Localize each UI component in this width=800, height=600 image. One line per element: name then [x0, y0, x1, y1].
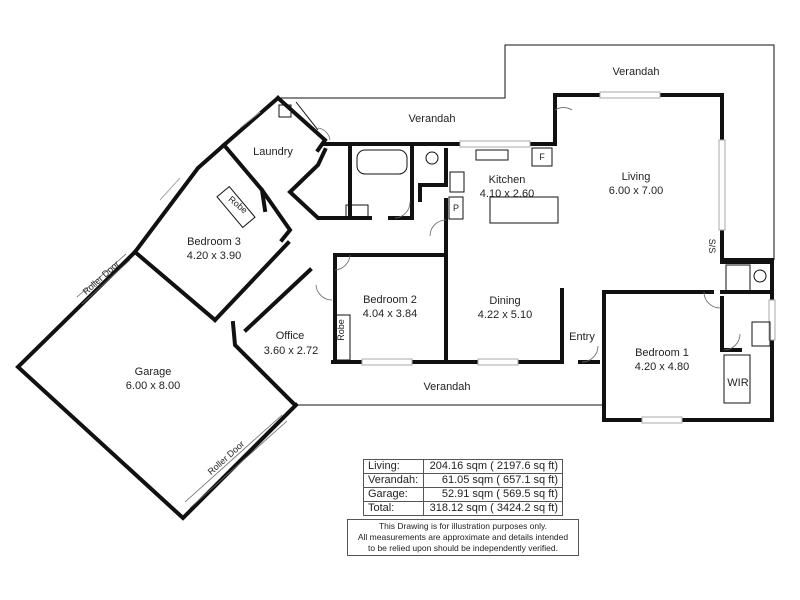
- garage-name: Garage: [135, 366, 172, 378]
- cooktop: [449, 171, 465, 193]
- area-value: 318.12 sqm ( 3424.2 sq ft): [422, 501, 564, 516]
- kitchen-sink: [475, 149, 509, 161]
- living-dims: 6.00 x 7.00: [609, 185, 663, 197]
- kitchen-island: [489, 196, 559, 224]
- room-labels: Verandah Verandah Verandah Living 6.00 x…: [81, 66, 749, 477]
- bedroom1-name: Bedroom 1: [635, 347, 689, 359]
- roller-door-2-label: Roller Door: [206, 439, 247, 477]
- verandah-outlines: [278, 44, 775, 406]
- disclaimer-box: This Drawing is for illustration purpose…: [347, 519, 579, 556]
- area-summary-table: Living: 204.16 sqm ( 2197.6 sq ft) Veran…: [363, 459, 564, 516]
- robe-bed2-outline: [333, 314, 351, 361]
- dining-name: Dining: [489, 295, 520, 307]
- wir-name: WIR: [727, 377, 748, 389]
- robe-bed3-outline: [216, 185, 256, 229]
- bedroom2-dims: 4.04 x 3.84: [363, 308, 417, 320]
- fridge-label: F: [539, 152, 545, 162]
- verandah-bottom-label: Verandah: [423, 381, 470, 393]
- table-row: Total: 318.12 sqm ( 3424.2 sq ft): [363, 501, 564, 516]
- disclaimer-line: to be relied upon should be independentl…: [368, 543, 558, 553]
- ensuite-toilet: [753, 269, 767, 283]
- vanity: [345, 204, 369, 218]
- trough: [278, 104, 292, 118]
- laundry-name: Laundry: [253, 146, 293, 158]
- disclaimer-line: This Drawing is for illustration purpose…: [378, 521, 548, 531]
- bedroom2-name: Bedroom 2: [363, 294, 417, 306]
- toilet: [425, 151, 439, 165]
- office-name: Office: [276, 330, 305, 342]
- table-row: Garage: 52.91 sqm ( 569.5 sq ft): [363, 487, 564, 502]
- windows: [159, 91, 776, 424]
- verandah-mid-label: Verandah: [408, 113, 455, 125]
- wir-outline: [723, 354, 751, 404]
- ensuite-basin: [751, 321, 771, 347]
- roller-doors: [76, 253, 288, 509]
- exterior-walls: [15, 93, 774, 521]
- pantry: [448, 196, 464, 220]
- table-row: Verandah: 61.05 sqm ( 657.1 sq ft): [363, 473, 564, 488]
- entry-name: Entry: [569, 331, 595, 343]
- area-label: Living:: [363, 459, 424, 474]
- kitchen-dims: 4.10 x 2.60: [480, 188, 534, 200]
- living-name: Living: [622, 171, 651, 183]
- bedroom3-name: Bedroom 3: [187, 236, 241, 248]
- area-value: 204.16 sqm ( 2197.6 sq ft): [422, 459, 564, 474]
- table-row: Living: 204.16 sqm ( 2197.6 sq ft): [363, 459, 564, 474]
- area-value: 61.05 sqm ( 657.1 sq ft): [422, 473, 564, 488]
- roller-door-1-label: Roller Door: [81, 259, 122, 297]
- pantry-label: P: [453, 203, 459, 213]
- verandah-top-label: Verandah: [612, 66, 659, 78]
- office-dims: 3.60 x 2.72: [264, 345, 318, 357]
- disclaimer-line: All measurements are approximate and det…: [357, 532, 569, 542]
- bedroom3-dims: 4.20 x 3.90: [187, 250, 241, 262]
- garage-dims: 6.00 x 8.00: [126, 380, 180, 392]
- area-label: Verandah:: [363, 473, 424, 488]
- bedroom1-dims: 4.20 x 4.80: [635, 361, 689, 373]
- shower: [725, 264, 751, 292]
- kitchen-name: Kitchen: [489, 174, 526, 186]
- area-value: 52.91 sqm ( 569.5 sq ft): [422, 487, 564, 502]
- fixtures: [216, 104, 771, 404]
- sliding-door-label: S/S: [707, 239, 717, 254]
- fridge: [531, 147, 553, 167]
- robe-bed2-label: Robe: [336, 319, 346, 341]
- area-label: Garage:: [363, 487, 424, 502]
- door-swings: [315, 107, 741, 363]
- area-label: Total:: [363, 501, 424, 516]
- bathtub: [356, 149, 408, 175]
- dining-dims: 4.22 x 5.10: [478, 309, 532, 321]
